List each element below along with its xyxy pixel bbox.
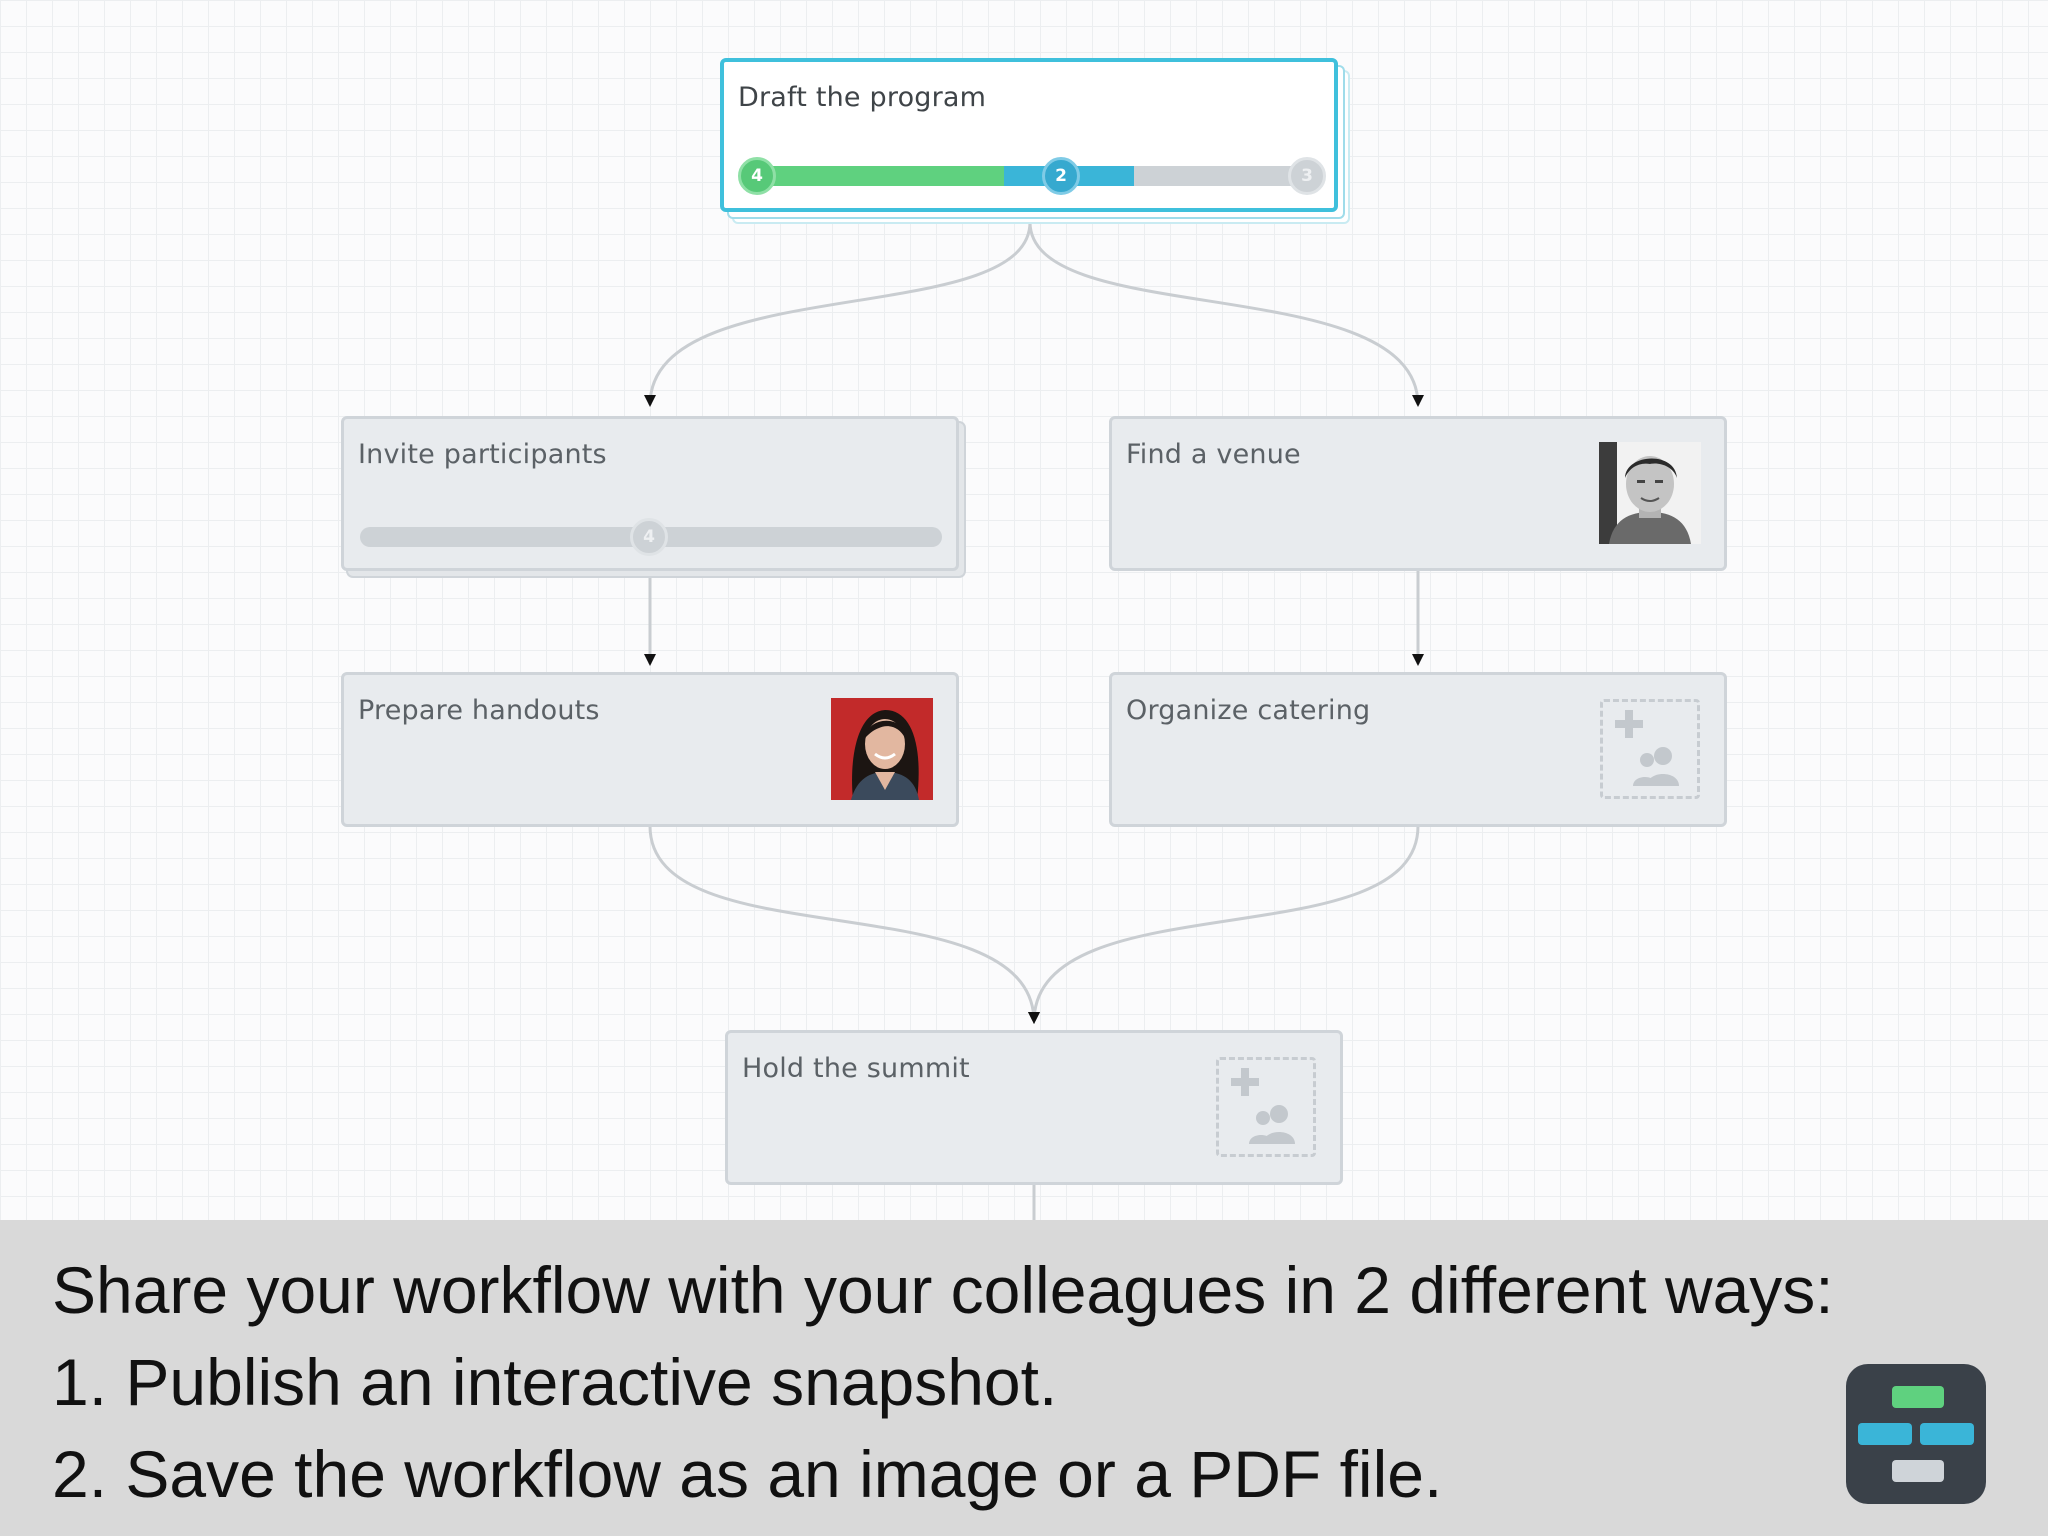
task-invite-participants[interactable]: Invite participants 4 bbox=[341, 416, 959, 571]
connector-catering-summit bbox=[1028, 825, 1420, 1024]
add-assignee-icon bbox=[1231, 1068, 1295, 1144]
task-title: Hold the summit bbox=[742, 1053, 970, 1084]
connector-draft-venue bbox=[1028, 221, 1424, 407]
task-prepare-handouts[interactable]: Prepare handouts bbox=[341, 672, 959, 827]
remaining-count-badge: 3 bbox=[1288, 157, 1326, 195]
task-title: Invite participants bbox=[358, 439, 607, 470]
task-hold-the-summit[interactable]: Hold the summit bbox=[725, 1030, 1343, 1185]
completed-count-badge: 4 bbox=[738, 157, 776, 195]
remaining-count-badge: 4 bbox=[630, 518, 668, 556]
task-find-a-venue[interactable]: Find a venue bbox=[1109, 416, 1727, 571]
man-photo bbox=[1599, 442, 1701, 544]
assignee-avatar-woman[interactable] bbox=[831, 698, 933, 800]
task-title: Prepare handouts bbox=[358, 695, 600, 726]
workflow-canvas[interactable]: Draft the program 4 2 3 Invite participa… bbox=[0, 0, 2048, 1220]
connectors bbox=[644, 221, 1424, 1220]
connector-handouts-summit bbox=[648, 825, 1040, 1024]
progress-bar: 4 2 3 bbox=[738, 157, 1326, 195]
task-title: Organize catering bbox=[1126, 695, 1371, 726]
add-assignee-button[interactable] bbox=[1600, 699, 1700, 799]
caption-line-2: 1. Publish an interactive snapshot. bbox=[52, 1345, 1058, 1419]
in-progress-count-badge: 2 bbox=[1042, 157, 1080, 195]
woman-photo bbox=[831, 698, 933, 800]
caption-line-3: 2. Save the workflow as an image or a PD… bbox=[52, 1437, 1443, 1511]
connector-draft-invite bbox=[644, 221, 1032, 407]
app-logo-icon bbox=[1846, 1364, 1986, 1504]
task-organize-catering[interactable]: Organize catering bbox=[1109, 672, 1727, 827]
assignee-avatar-man[interactable] bbox=[1599, 442, 1701, 544]
add-assignee-button[interactable] bbox=[1216, 1057, 1316, 1157]
task-draft-the-program[interactable]: Draft the program 4 2 3 bbox=[720, 58, 1338, 212]
progress-bar: 4 bbox=[360, 518, 942, 556]
add-assignee-icon bbox=[1615, 710, 1679, 786]
task-title: Draft the program bbox=[738, 82, 987, 113]
caption-panel: Share your workflow with your colleagues… bbox=[0, 1220, 2048, 1536]
task-title: Find a venue bbox=[1126, 439, 1301, 470]
caption-line-1: Share your workflow with your colleagues… bbox=[52, 1253, 1834, 1327]
